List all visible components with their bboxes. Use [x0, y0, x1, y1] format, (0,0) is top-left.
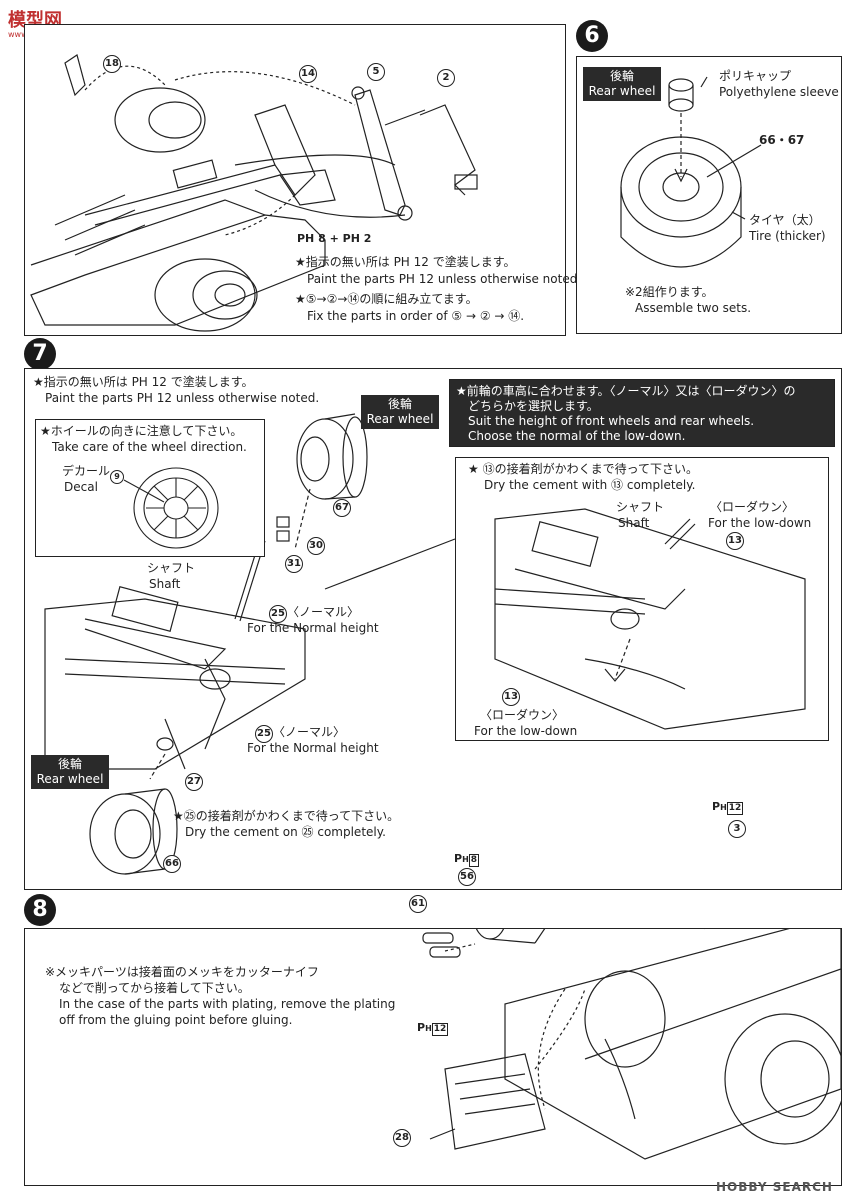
step7-rear-wheel-tag-top: 後輪 Rear wheel	[361, 395, 439, 429]
step5-panel: 18 14 5 2 PH 8 + PH 2 ★指示の無い所は PH 12 で塗装…	[24, 24, 581, 336]
step6-sets-jp: ※2組作ります。	[625, 285, 714, 299]
step5-note-jp-2: ★⑤→②→⑭の順に組み立てます。	[295, 292, 478, 306]
plating-jp-1: ※メッキパーツは接着面のメッキをカッターナイフ	[45, 965, 319, 979]
step7-rear-wheel-tag-bottom: 後輪 Rear wheel	[31, 755, 109, 789]
shaft-jp-right: シャフト	[616, 500, 665, 514]
step6-drawing	[620, 76, 762, 268]
part-number-18: 18	[103, 55, 121, 73]
step6-rear-wheel-tag: 後輪 Rear wheel	[583, 67, 661, 101]
step5-note-en-2: Fix the parts in order of ⑤ → ② → ⑭.	[307, 309, 525, 323]
step6-parts: 66・67	[759, 133, 805, 147]
step7-rear-jp-bottom: 後輪	[57, 757, 82, 771]
part-number-13-upper: 13	[726, 532, 744, 550]
wheel-direction-box: ★ホイールの向きに注意して下さい。 Take care of the wheel…	[35, 419, 265, 557]
shaft-jp-left: シャフト	[147, 561, 196, 575]
height-select-box: ★前輪の車高に合わせます。〈ノーマル〉又は〈ローダウン〉の どちらかを選択します…	[449, 379, 835, 447]
normal-en-upper: For the Normal height	[247, 621, 379, 635]
part-number-28: 28	[393, 1129, 411, 1147]
plating-en-2: off from the gluing point before gluing.	[59, 1013, 293, 1027]
step5-drawing	[30, 54, 478, 332]
plating-jp-2: などで削ってから接着して下さい。	[59, 981, 250, 995]
step6-tire-en: Tire (thicker)	[749, 229, 826, 243]
hobby-search-watermark: HOBBY SEARCH	[716, 1180, 833, 1194]
part-number-61: 61	[409, 895, 427, 913]
step8-number: 8	[24, 894, 56, 926]
decal-en: Decal	[64, 480, 98, 494]
ph12-lower-num: 12	[431, 1023, 449, 1036]
part-number-5: 5	[367, 63, 385, 81]
step7-note-en: Paint the parts PH 12 unless otherwise n…	[45, 391, 320, 405]
part-number-25-upper: 25	[269, 605, 287, 623]
plating-en-1: In the case of the parts with plating, r…	[59, 997, 396, 1011]
lowdown-box: ★ ⑬の接着剤がかわくまで待って下さい。 Dry the cement with…	[455, 457, 829, 741]
part-number-31: 31	[285, 555, 303, 573]
dry25-jp: ★㉕の接着剤がかわくまで待って下さい。	[173, 809, 400, 823]
height-en-2: Choose the normal of the low-down.	[468, 429, 686, 443]
part-number-3: 3	[728, 820, 746, 838]
step6-rear-en: Rear wheel	[588, 84, 656, 98]
step6-number: 6	[576, 20, 608, 52]
paint-label: PH 8 + PH 2	[297, 232, 372, 245]
step6-panel: 後輪 Rear wheel ポリキャップ Polyethylene sleeve…	[576, 56, 842, 334]
step6-sets-en: Assemble two sets.	[635, 301, 752, 315]
step6-tire-jp: タイヤ（太）	[749, 213, 821, 227]
wheel-dir-en: Take care of the wheel direction.	[52, 440, 247, 454]
normal-jp-upper: 〈ノーマル〉	[287, 605, 360, 619]
lowdown-en-upper: For the low-down	[708, 516, 812, 530]
part-number-67: 67	[333, 499, 351, 517]
step7-number: 7	[24, 338, 56, 370]
step6-sleeve-jp: ポリキャップ	[719, 69, 792, 83]
dry13-en: Dry the cement with ⑬ completely.	[484, 478, 696, 492]
step5-note-jp-1: ★指示の無い所は PH 12 で塗装します。	[295, 255, 516, 269]
step7-drawing	[44, 413, 806, 875]
step6-sleeve-en: Polyethylene sleeve	[719, 85, 839, 99]
decal-jp: デカール	[62, 464, 111, 478]
lowdown-jp-lower: 〈ローダウン〉	[480, 708, 565, 722]
part-number-56: 56	[458, 868, 476, 886]
shaft-en-left: Shaft	[149, 577, 181, 591]
shaft-en-right: Shaft	[618, 516, 650, 530]
part-number-13-lower: 13	[502, 688, 520, 706]
height-jp-1: ★前輪の車高に合わせます。〈ノーマル〉又は〈ローダウン〉の	[456, 384, 796, 398]
part-number-66: 66	[163, 855, 181, 873]
dry13-jp: ★ ⑬の接着剤がかわくまで待って下さい。	[468, 462, 698, 476]
part-number-25-lower: 25	[255, 725, 273, 743]
step7-rear-en-top: Rear wheel	[366, 412, 434, 426]
step8-panel: ※メッキパーツは接着面のメッキをカッターナイフ などで削ってから接着して下さい。…	[24, 895, 842, 1186]
wheel-detail-drawing	[123, 467, 219, 549]
height-jp-2: どちらかを選択します。	[468, 399, 599, 413]
part-number-30: 30	[307, 537, 325, 555]
normal-en-lower: For the Normal height	[247, 741, 379, 755]
wheel-dir-jp: ★ホイールの向きに注意して下さい。	[40, 424, 243, 438]
step7-panel: ★指示の無い所は PH 12 で塗装します。 Paint the parts P…	[24, 368, 842, 890]
step7-rear-jp-top: 後輪	[387, 397, 412, 411]
normal-jp-lower: 〈ノーマル〉	[273, 725, 346, 739]
part-number-27: 27	[185, 773, 203, 791]
decal-number: 9	[110, 470, 124, 484]
step7-rear-en-bottom: Rear wheel	[36, 772, 104, 786]
lowdown-en-lower: For the low-down	[474, 724, 578, 738]
height-en-1: Suit the height of front wheels and rear…	[468, 414, 755, 428]
ph12-upper-num: 12	[726, 802, 744, 815]
step5-note-en-1: Paint the parts PH 12 unless otherwise n…	[307, 272, 582, 286]
lowdown-jp-upper: 〈ローダウン〉	[710, 500, 795, 514]
part-number-14: 14	[299, 65, 317, 83]
ph8-num: 8	[468, 854, 480, 867]
dry25-en: Dry the cement on ㉕ completely.	[185, 825, 386, 839]
step6-rear-jp: 後輪	[609, 69, 634, 83]
step7-note-jp: ★指示の無い所は PH 12 で塗装します。	[33, 375, 254, 389]
step8-drawing	[422, 929, 841, 1160]
part-number-2: 2	[437, 69, 455, 87]
